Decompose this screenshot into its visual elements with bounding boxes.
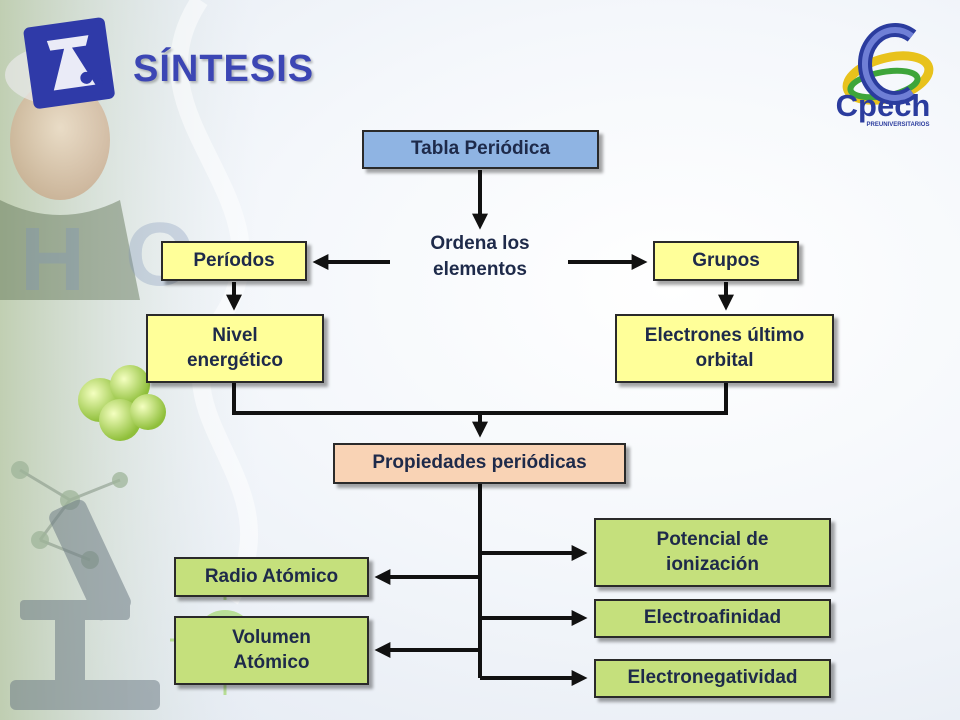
node-propiedades-periodicas: Propiedades periódicas: [333, 443, 626, 484]
node-electronegatividad: Electronegatividad: [594, 659, 831, 698]
node-grupos: Grupos: [653, 241, 799, 281]
connector-label: Ordena los elementos: [430, 233, 530, 280]
logo-tagline: PREUNIVERSITARIOS: [867, 122, 930, 128]
node-radio-atomico: Radio Atómico: [174, 557, 369, 597]
node-electrones-ultimo-orbital: Electrones último orbital: [615, 314, 834, 383]
merge-bracket: [232, 383, 728, 415]
node-volumen-atomico: Volumen Atómico: [174, 616, 369, 685]
node-potencial-ionizacion: Potencial de ionización: [594, 518, 831, 587]
node-electroafinidad: Electroafinidad: [594, 599, 831, 638]
node-tabla-periodica: Tabla Periódica: [362, 130, 599, 169]
node-periodos: Períodos: [161, 241, 307, 281]
node-nivel-energetico: Nivel energético: [146, 314, 324, 383]
logo-name: Cpech: [836, 88, 931, 123]
portrait-face: [10, 80, 110, 200]
svg-text:H: H: [20, 210, 85, 310]
page-title: SÍNTESIS: [133, 48, 315, 90]
